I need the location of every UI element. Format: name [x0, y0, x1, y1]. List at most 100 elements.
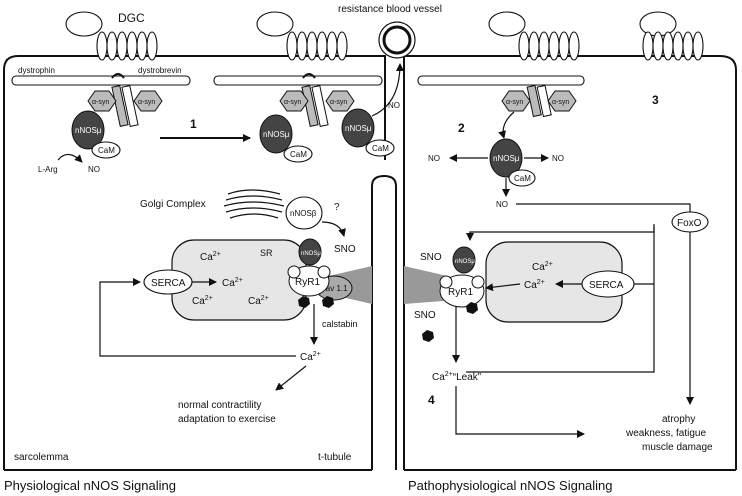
question-mark: ? — [334, 202, 340, 213]
golgi-label: Golgi Complex — [140, 199, 206, 210]
nnos-release-arrow — [498, 111, 515, 139]
cam-protein — [91, 141, 121, 159]
cam-label: CaM — [372, 144, 389, 153]
t-tubule-membrane — [371, 174, 397, 470]
ca-ion: Ca2+ — [248, 295, 269, 307]
dgc-complex-middle — [256, 11, 348, 61]
dgc-complex-right — [488, 11, 580, 61]
t-tubule-label: t-tubule — [318, 452, 352, 463]
ryr1-label: RyR1 — [295, 277, 320, 288]
nnos-mu-label: nNOSμ — [263, 130, 290, 139]
nnos-mu-label: nNOSμ — [75, 126, 102, 135]
cav11-label: Cav 1.1 — [320, 284, 348, 293]
ca-ion: Ca2+ — [200, 251, 221, 263]
sno-label: SNO — [334, 244, 356, 255]
alpha-syn-label: α-syn — [138, 99, 155, 106]
nnos-mu-label: nNOSμ — [301, 251, 321, 257]
dystrophin-bar-right — [417, 75, 585, 86]
dgc-complex-left — [65, 11, 158, 61]
l-arg-label: L-Arg — [38, 165, 58, 174]
atrophy-label: atrophy — [662, 414, 695, 425]
calstabin-hexagon — [466, 302, 478, 314]
nnos-mu-label: nNOSμ — [455, 259, 475, 265]
step-3-number: 3 — [652, 93, 659, 107]
nnos-mu-enzyme — [341, 108, 375, 148]
caption-pathophysiological: Pathophysiological nNOS Signaling — [408, 478, 613, 493]
dgc-complex-far-right — [639, 11, 704, 61]
cam-protein — [283, 145, 313, 163]
l-arg-arrow — [57, 153, 83, 163]
muscle-damage-label: muscle damage — [642, 442, 713, 453]
golgi-complex — [223, 189, 285, 219]
step-1-number: 1 — [190, 117, 197, 131]
step-3-line-top — [466, 224, 655, 241]
nnos-beta-to-sno-arrow — [321, 221, 346, 237]
cam-label: CaM — [514, 174, 531, 183]
dystrobrevin-label: dystrobrevin — [138, 66, 182, 75]
nnos-mu-enzyme — [71, 110, 105, 150]
alpha-syn-label: α-syn — [284, 99, 301, 106]
sr-label: SR — [260, 248, 273, 258]
resistance-vessel-label: resistance blood vessel — [338, 4, 442, 15]
nnos-mu-label: nNOSμ — [493, 154, 520, 163]
ryr1-label: RyR1 — [448, 287, 473, 298]
dgc-label: DGC — [118, 11, 145, 25]
cam-protein — [508, 169, 536, 187]
nnos-mu-enzyme — [489, 138, 523, 178]
resistance-blood-vessel — [378, 21, 416, 59]
no-label: NO — [88, 165, 100, 174]
step-3-line-right — [466, 226, 655, 373]
serca-label: SERCA — [151, 278, 186, 289]
ca-to-ryr1-arrow — [485, 283, 521, 292]
syntrophin-complex-left — [87, 73, 163, 127]
ca-ion: Ca2+ — [532, 261, 553, 273]
cam-protein — [365, 139, 395, 157]
nnos-beta-label: nNOSβ — [290, 209, 317, 218]
ryr1-channel — [439, 274, 485, 308]
ca-ion: Ca2+ — [300, 351, 321, 363]
calstabin-hexagon — [422, 330, 434, 342]
alpha-syn-label: α-syn — [92, 99, 109, 106]
cam-label: CaM — [290, 150, 307, 159]
caption-physiological: Physiological nNOS Signaling — [4, 478, 176, 493]
normal-contractility-label: normal contractility — [178, 400, 261, 411]
nnos-mu-on-ryr1 — [452, 246, 476, 274]
ca-recycle-line — [99, 278, 296, 357]
sno-label: SNO — [414, 310, 436, 321]
sarcolemma-label: sarcolemma — [14, 452, 69, 463]
ca-ion: Ca2+ — [222, 277, 243, 289]
ryr1-channel — [287, 265, 331, 297]
no-to-vessel-arrow — [371, 63, 404, 117]
dystrophin-bar-left — [11, 75, 191, 86]
no-to-foxo-line — [516, 203, 691, 212]
ca-ion: Ca2+ — [524, 279, 545, 291]
step-4-number: 4 — [428, 393, 435, 407]
weakness-label: weakness, fatigue — [625, 428, 706, 439]
foxo-label: FoxO — [677, 218, 702, 229]
cam-label: CaM — [98, 146, 115, 155]
alpha-syn-label: α-syn — [552, 99, 569, 106]
no-label: NO — [388, 101, 400, 110]
ca-ion: Ca2+ — [192, 295, 213, 307]
sno-label: SNO — [420, 252, 442, 263]
leak-to-damage-arrow — [455, 386, 585, 438]
right-cell-membrane — [403, 55, 737, 470]
no-label: NO — [428, 154, 440, 163]
alpha-syn-label: α-syn — [330, 99, 347, 106]
calstabin-label: calstabin — [322, 319, 358, 329]
adaptation-label: adaptation to exercise — [178, 414, 276, 425]
no-label: NO — [552, 154, 564, 163]
calstabin-hexagon — [322, 296, 334, 308]
syntrophin-complex-middle — [279, 73, 355, 127]
dystrophin-label: dystrophin — [18, 66, 55, 75]
ca-to-contractility-arrow — [275, 365, 307, 391]
calstabin-hexagon — [298, 296, 310, 308]
syntrophin-complex-right — [501, 84, 577, 118]
nnos-mu-on-ryr1 — [298, 238, 322, 266]
step-2-number: 2 — [458, 121, 465, 135]
nnos-mu-label: nNOSμ — [345, 124, 372, 133]
left-cell-membrane — [3, 55, 386, 470]
alpha-syn-label: α-syn — [506, 99, 523, 106]
serca-label: SERCA — [589, 280, 624, 291]
ca-leak-label: Ca2+“Leak” — [432, 371, 481, 383]
